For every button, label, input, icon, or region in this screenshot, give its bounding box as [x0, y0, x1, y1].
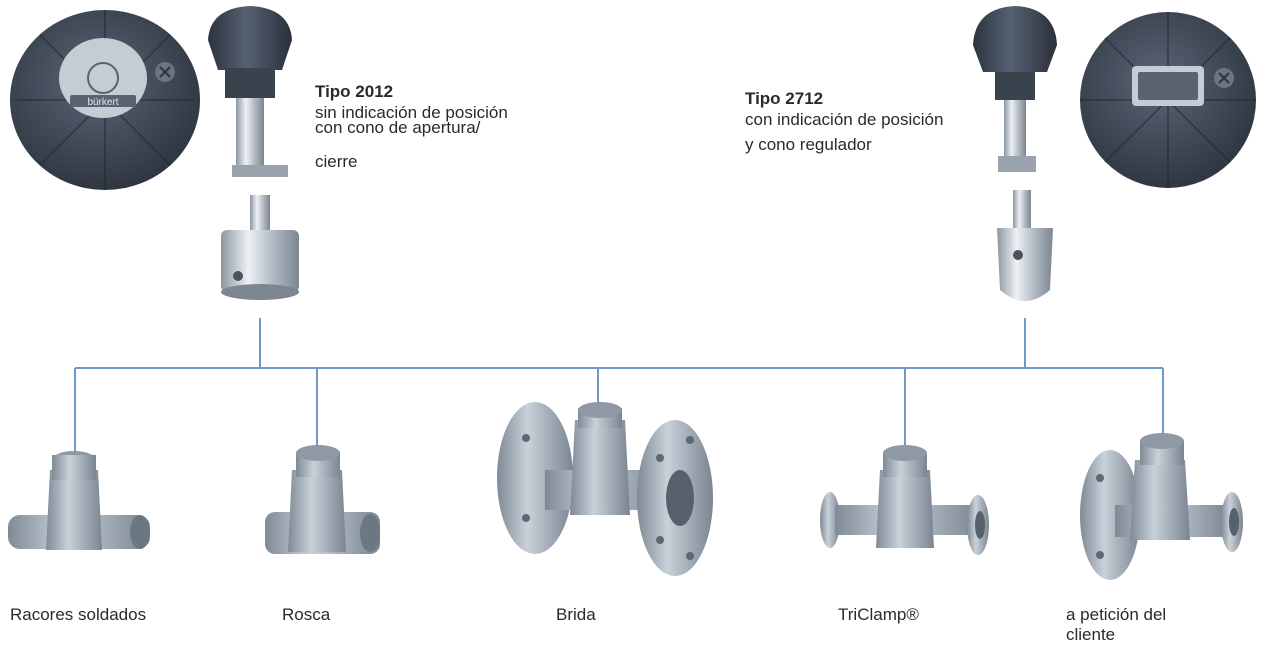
body-label-custom: a petición del cliente — [1066, 605, 1167, 644]
actuator-right-image — [973, 6, 1057, 301]
cap-left-image: bürkert — [10, 10, 200, 190]
actuator-left-desc-line3: cierre — [315, 152, 358, 171]
body-label-triclamp: TriClamp® — [838, 605, 919, 624]
actuator-right-desc-line1: con indicación de posición — [745, 110, 944, 129]
body-custom-image — [1080, 433, 1243, 580]
actuator-right-type-label: Tipo 2712 — [745, 89, 824, 108]
actuator-left-desc-line2: con cono de apertura/ — [315, 118, 481, 137]
body-flange-image — [497, 402, 713, 576]
cap-right-image — [1080, 12, 1256, 188]
body-weld-image — [8, 451, 150, 550]
body-triclamp-image — [820, 445, 989, 555]
body-label-weld: Racores soldados — [10, 605, 147, 624]
connector-lines — [74, 318, 1164, 453]
body-label-flange: Brida — [556, 605, 596, 624]
cap-brand-text: bürkert — [87, 97, 118, 108]
body-thread-image — [265, 445, 380, 554]
actuator-left-type-label: Tipo 2012 — [315, 82, 394, 101]
actuator-left-image — [208, 6, 299, 300]
actuator-right-desc-line2: y cono regulador — [745, 135, 872, 154]
body-label-thread: Rosca — [282, 605, 331, 624]
actuator-left-desc-line1: sin indicación de posición — [315, 103, 508, 122]
